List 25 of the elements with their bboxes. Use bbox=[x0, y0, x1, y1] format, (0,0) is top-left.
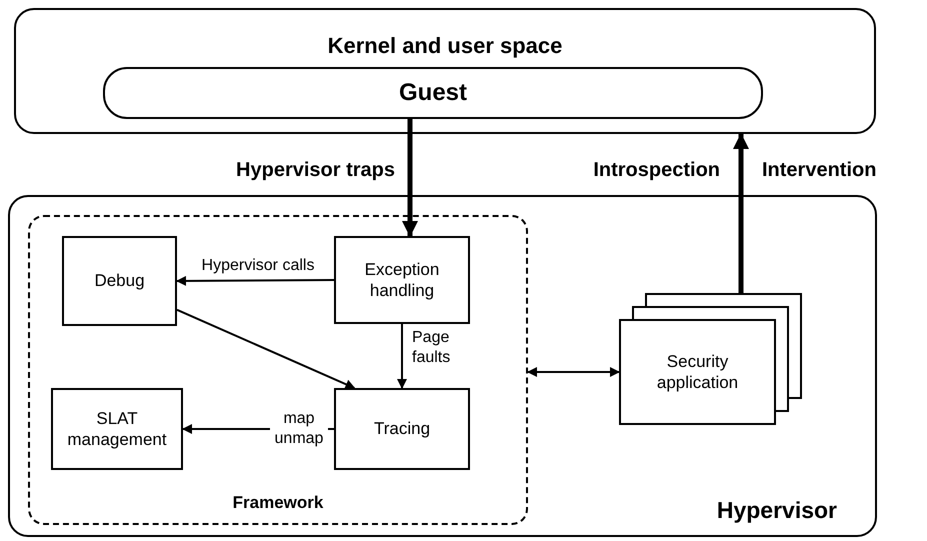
node-label: Security application bbox=[656, 350, 740, 394]
region-box bbox=[14, 8, 876, 134]
arrow bbox=[176, 308, 356, 389]
module-box bbox=[334, 388, 470, 470]
module-box bbox=[62, 236, 177, 326]
node-label: Framework bbox=[232, 492, 324, 513]
node-label: Tracing bbox=[372, 418, 432, 440]
arrow bbox=[397, 324, 407, 389]
node-label: SLAT management bbox=[66, 408, 168, 450]
node-label: Exception handling bbox=[364, 258, 440, 302]
arrow-label: Intervention bbox=[762, 158, 878, 182]
node-label: Debug bbox=[93, 270, 146, 292]
module-box bbox=[334, 236, 470, 324]
node-label: Hypervisor bbox=[716, 496, 837, 525]
guest-box bbox=[103, 67, 763, 119]
arrow bbox=[527, 367, 620, 377]
arrow bbox=[176, 276, 334, 286]
arrow bbox=[733, 133, 749, 293]
node-label: Kernel and user space bbox=[328, 32, 562, 60]
node-label: Guest bbox=[398, 78, 467, 108]
arrow-label: Introspection bbox=[592, 158, 720, 182]
arrow bbox=[402, 119, 418, 237]
module-box bbox=[51, 388, 183, 470]
region-box bbox=[8, 195, 877, 537]
framework-box bbox=[28, 215, 528, 525]
